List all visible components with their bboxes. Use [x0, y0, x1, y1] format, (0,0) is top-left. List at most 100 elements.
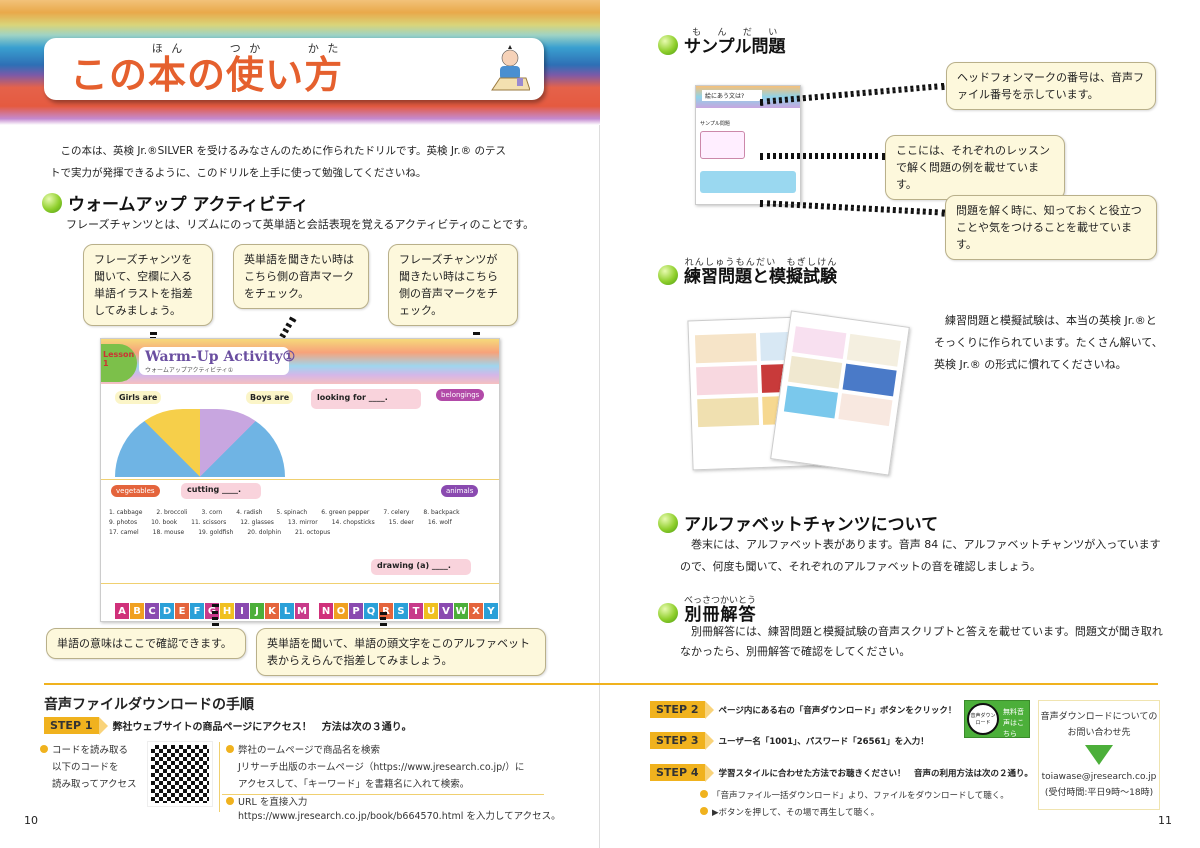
alphabet-letter: N — [319, 603, 333, 619]
thumb-title: Warm-Up Activity① — [145, 349, 296, 365]
alphabet-letter: Q — [364, 603, 378, 619]
method-title: コードを読み取る — [52, 745, 129, 756]
callout-alphabet-table: 英単語を聞いて、単語の頭文字をこのアルファベット表からえらんで指差してみましょう… — [256, 628, 546, 676]
alphabet-letter: F — [190, 603, 204, 619]
vocab-item: 5. spinach — [276, 509, 308, 516]
exam-page-thumbnail — [770, 310, 910, 476]
vocab-item: 2. broccoli — [156, 509, 188, 516]
contact-email[interactable]: toiawase@jresearch.co.jp — [1041, 772, 1157, 782]
step-2: STEP 2 ページ内にある右の「音声ダウンロード」ボタンをクリック！ — [650, 701, 957, 719]
audio-download-button[interactable]: 音声ダウンロード 無料音声はこちら — [964, 700, 1030, 738]
step-label: STEP 3 — [650, 732, 713, 750]
green-ball-icon — [42, 193, 62, 213]
alphabet-letter: D — [160, 603, 174, 619]
section-heading: アルファベットチャンツについて — [684, 515, 939, 535]
vocab-item: 18. mouse — [152, 529, 185, 536]
step-label: STEP 2 — [650, 701, 713, 719]
contact-title-2: お問い合わせ先 — [1067, 728, 1131, 738]
step-1: STEP 1 弊社ウェブサイトの商品ページにアクセス！ 方法は次の３通り。 — [44, 717, 412, 735]
vocab-item: 12. glasses — [240, 519, 274, 526]
section-heading: 別冊解答べっさつかいとう — [684, 596, 757, 625]
vocab-item: 9. photos — [109, 519, 138, 526]
method-line: Jリサーチ出版のホームページ（https://www.jresearch.co.… — [238, 762, 525, 773]
alphabet-letter: J — [250, 603, 264, 619]
step-text: ユーザー名「1001」、パスワード「26561」を入力！ — [718, 736, 929, 747]
green-ball-icon — [658, 265, 678, 285]
title-char: い — [265, 53, 305, 97]
title-char: の — [187, 53, 227, 97]
step-label: STEP 1 — [44, 717, 107, 735]
step-text: ページ内にある右の「音声ダウンロード」ボタンをクリック！ — [718, 705, 957, 716]
alphabet-letter: K — [265, 603, 279, 619]
section-heading: 練習問題と模擬試験れんしゅうもんだい もぎしけん — [684, 258, 837, 287]
title-box: この本ほんの使つかい方かた — [44, 38, 544, 100]
method-item: ▶ボタンを押して、その場で再生して聴く。 — [712, 808, 880, 818]
alphabet-letter: E — [175, 603, 189, 619]
alphabet-letter: C — [145, 603, 159, 619]
method-line: 読み取ってアクセス — [52, 779, 137, 790]
alphabet-bar-right: NOPQRSTUVWXYZ — [319, 603, 500, 619]
alphabet-text: 巻末には、アルファベット表があります。音声 84 に、アルファベットチャンツが入… — [680, 538, 1161, 573]
vocab-item: 14. chopsticks — [331, 519, 375, 526]
looking-for-bubble: looking for ____. — [311, 389, 421, 409]
intro-line-2: トで実力が発揮できるように、このドリルを上手に使って勉強してくださいね。 — [50, 167, 427, 179]
alphabet-letter: P — [349, 603, 363, 619]
page-number: 11 — [1158, 814, 1172, 827]
vocab-item: 17. camel — [109, 529, 139, 536]
search-method: 弊社のームページで商品名を検索 Jリサーチ出版のホームページ（https://w… — [226, 742, 524, 793]
down-arrow-icon — [1085, 745, 1113, 765]
url-method: URL を直接入力 https://www.jresearch.co.jp/bo… — [226, 796, 561, 824]
green-ball-icon — [658, 513, 678, 533]
alphabet-letter: X — [469, 603, 483, 619]
pointer-line — [759, 200, 945, 216]
section-sample: サンプル問題もんだい — [658, 28, 786, 57]
pointer-line — [380, 612, 386, 626]
warmup-text: フレーズチャンツとは、リズムにのって英単語と会話表現を覚えるアクティビティのこと… — [66, 218, 535, 231]
thumb-title-box: Warm-Up Activity① ウォームアップアクティビティ① — [139, 347, 296, 375]
headphone-icon: 音声ダウンロード — [967, 703, 999, 735]
step-text: 弊社ウェブサイトの商品ページにアクセス！ 方法は次の３通り。 — [112, 722, 412, 733]
alphabet-letter: I — [235, 603, 249, 619]
callout-lesson-example: ここには、それぞれのレッスンで解く問題の例を載せています。 — [885, 135, 1065, 200]
vocab-item: 11. scissors — [191, 519, 227, 526]
listen-methods: 「音声ファイル一括ダウンロード」より、ファイルをダウンロードして聴く。 ▶ボタン… — [700, 788, 1009, 822]
contact-title: 音声ダウンロードについての — [1040, 712, 1158, 722]
method-line: アクセスして、「キーワード」を書籍名に入れて検索。 — [238, 779, 470, 790]
alphabet-letter: L — [280, 603, 294, 619]
url-link[interactable]: https://www.jresearch.co.jp/book/b664570… — [238, 811, 561, 822]
cutting-bubble: cutting ____. — [181, 483, 261, 499]
section-answers: 別冊解答べっさつかいとう — [658, 596, 756, 625]
title-char: 本ほん — [148, 42, 188, 97]
vocab-item: 8. backpack — [423, 509, 460, 516]
callout-word-meaning: 単語の意味はここで確認できます。 — [46, 628, 246, 659]
answers-text: 別冊解答には、練習問題と模擬試験の音声スクリプトと答えを載せています。問題文が聞… — [680, 625, 1163, 658]
title-char: 方かた — [304, 42, 344, 97]
alphabet-letter: Y — [484, 603, 498, 619]
warmup-page-thumbnail: Lesson 1 Warm-Up Activity① ウォームアップアクティビテ… — [100, 338, 500, 622]
pointer-line — [760, 153, 885, 159]
green-ball-icon — [658, 35, 678, 55]
alphabet-letter: S — [394, 603, 408, 619]
method-title: 弊社のームページで商品名を検索 — [238, 745, 381, 756]
qr-code[interactable] — [147, 741, 213, 807]
belongings-label: belongings — [436, 389, 485, 401]
boys-label: Boys are — [246, 391, 294, 404]
right-page: サンプル問題もんだい 絵にあう文は? サンプル問題 ヘッドフォンマークの番号は、… — [600, 0, 1200, 848]
title-char: 使つか — [226, 42, 266, 97]
alphabet-letter: H — [220, 603, 234, 619]
page-title: この本ほんの使つかい方かた — [70, 42, 343, 99]
step-text: 学習スタイルに合わせた方法でお聴きください！ 音声の利用方法は次の２通り。 — [718, 768, 1033, 779]
method-item: 「音声ファイル一括ダウンロード」より、ファイルをダウンロードして聴く。 — [712, 791, 1009, 801]
section-warmup: ウォームアップ アクティビティ — [42, 190, 309, 215]
pointer-line — [212, 604, 218, 626]
vocab-item: 10. book — [151, 519, 178, 526]
section-practice: 練習問題と模擬試験れんしゅうもんだい もぎしけん — [658, 258, 837, 287]
download-heading: 音声ファイルダウンロードの手順 — [44, 697, 254, 713]
vocab-item: 16. wolf — [427, 519, 452, 526]
alphabet-letter: O — [334, 603, 348, 619]
intro-text: この本は、英検 Jr.®SILVER を受けるみなさんのために作られたドリルです… — [50, 140, 595, 184]
vocab-item: 13. mirror — [287, 519, 318, 526]
alphabet-letter: Z — [499, 603, 500, 619]
